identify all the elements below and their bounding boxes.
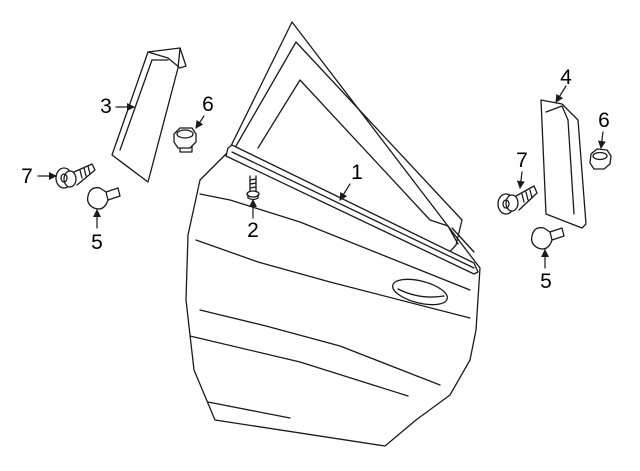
leader-1 <box>339 183 351 201</box>
leader-arrows <box>37 85 606 269</box>
callout-7-left: 7 <box>21 165 33 188</box>
bolt-right <box>497 185 538 215</box>
callout-5-left: 5 <box>91 231 103 254</box>
door-panel <box>185 21 481 447</box>
nut-right <box>589 148 612 170</box>
callout-3: 3 <box>100 95 112 118</box>
leader-4 <box>555 85 567 103</box>
retainer-left <box>86 187 121 210</box>
callout-6-right: 6 <box>598 109 610 132</box>
bolt-left <box>55 163 96 189</box>
callout-5-right: 5 <box>540 270 552 293</box>
rear-applique <box>540 99 587 229</box>
nut-left <box>173 127 197 153</box>
callout-2: 2 <box>247 219 259 242</box>
callout-4: 4 <box>560 66 572 89</box>
leader-7-right <box>516 171 525 189</box>
belt-molding <box>225 144 479 275</box>
callout-6-left: 6 <box>202 93 214 116</box>
callout-7-right: 7 <box>516 149 528 172</box>
callout-1: 1 <box>351 161 363 184</box>
retainer-right <box>530 227 565 250</box>
leader-6-left <box>195 115 205 129</box>
leader-6-right <box>597 131 606 149</box>
front-applique <box>111 47 187 183</box>
